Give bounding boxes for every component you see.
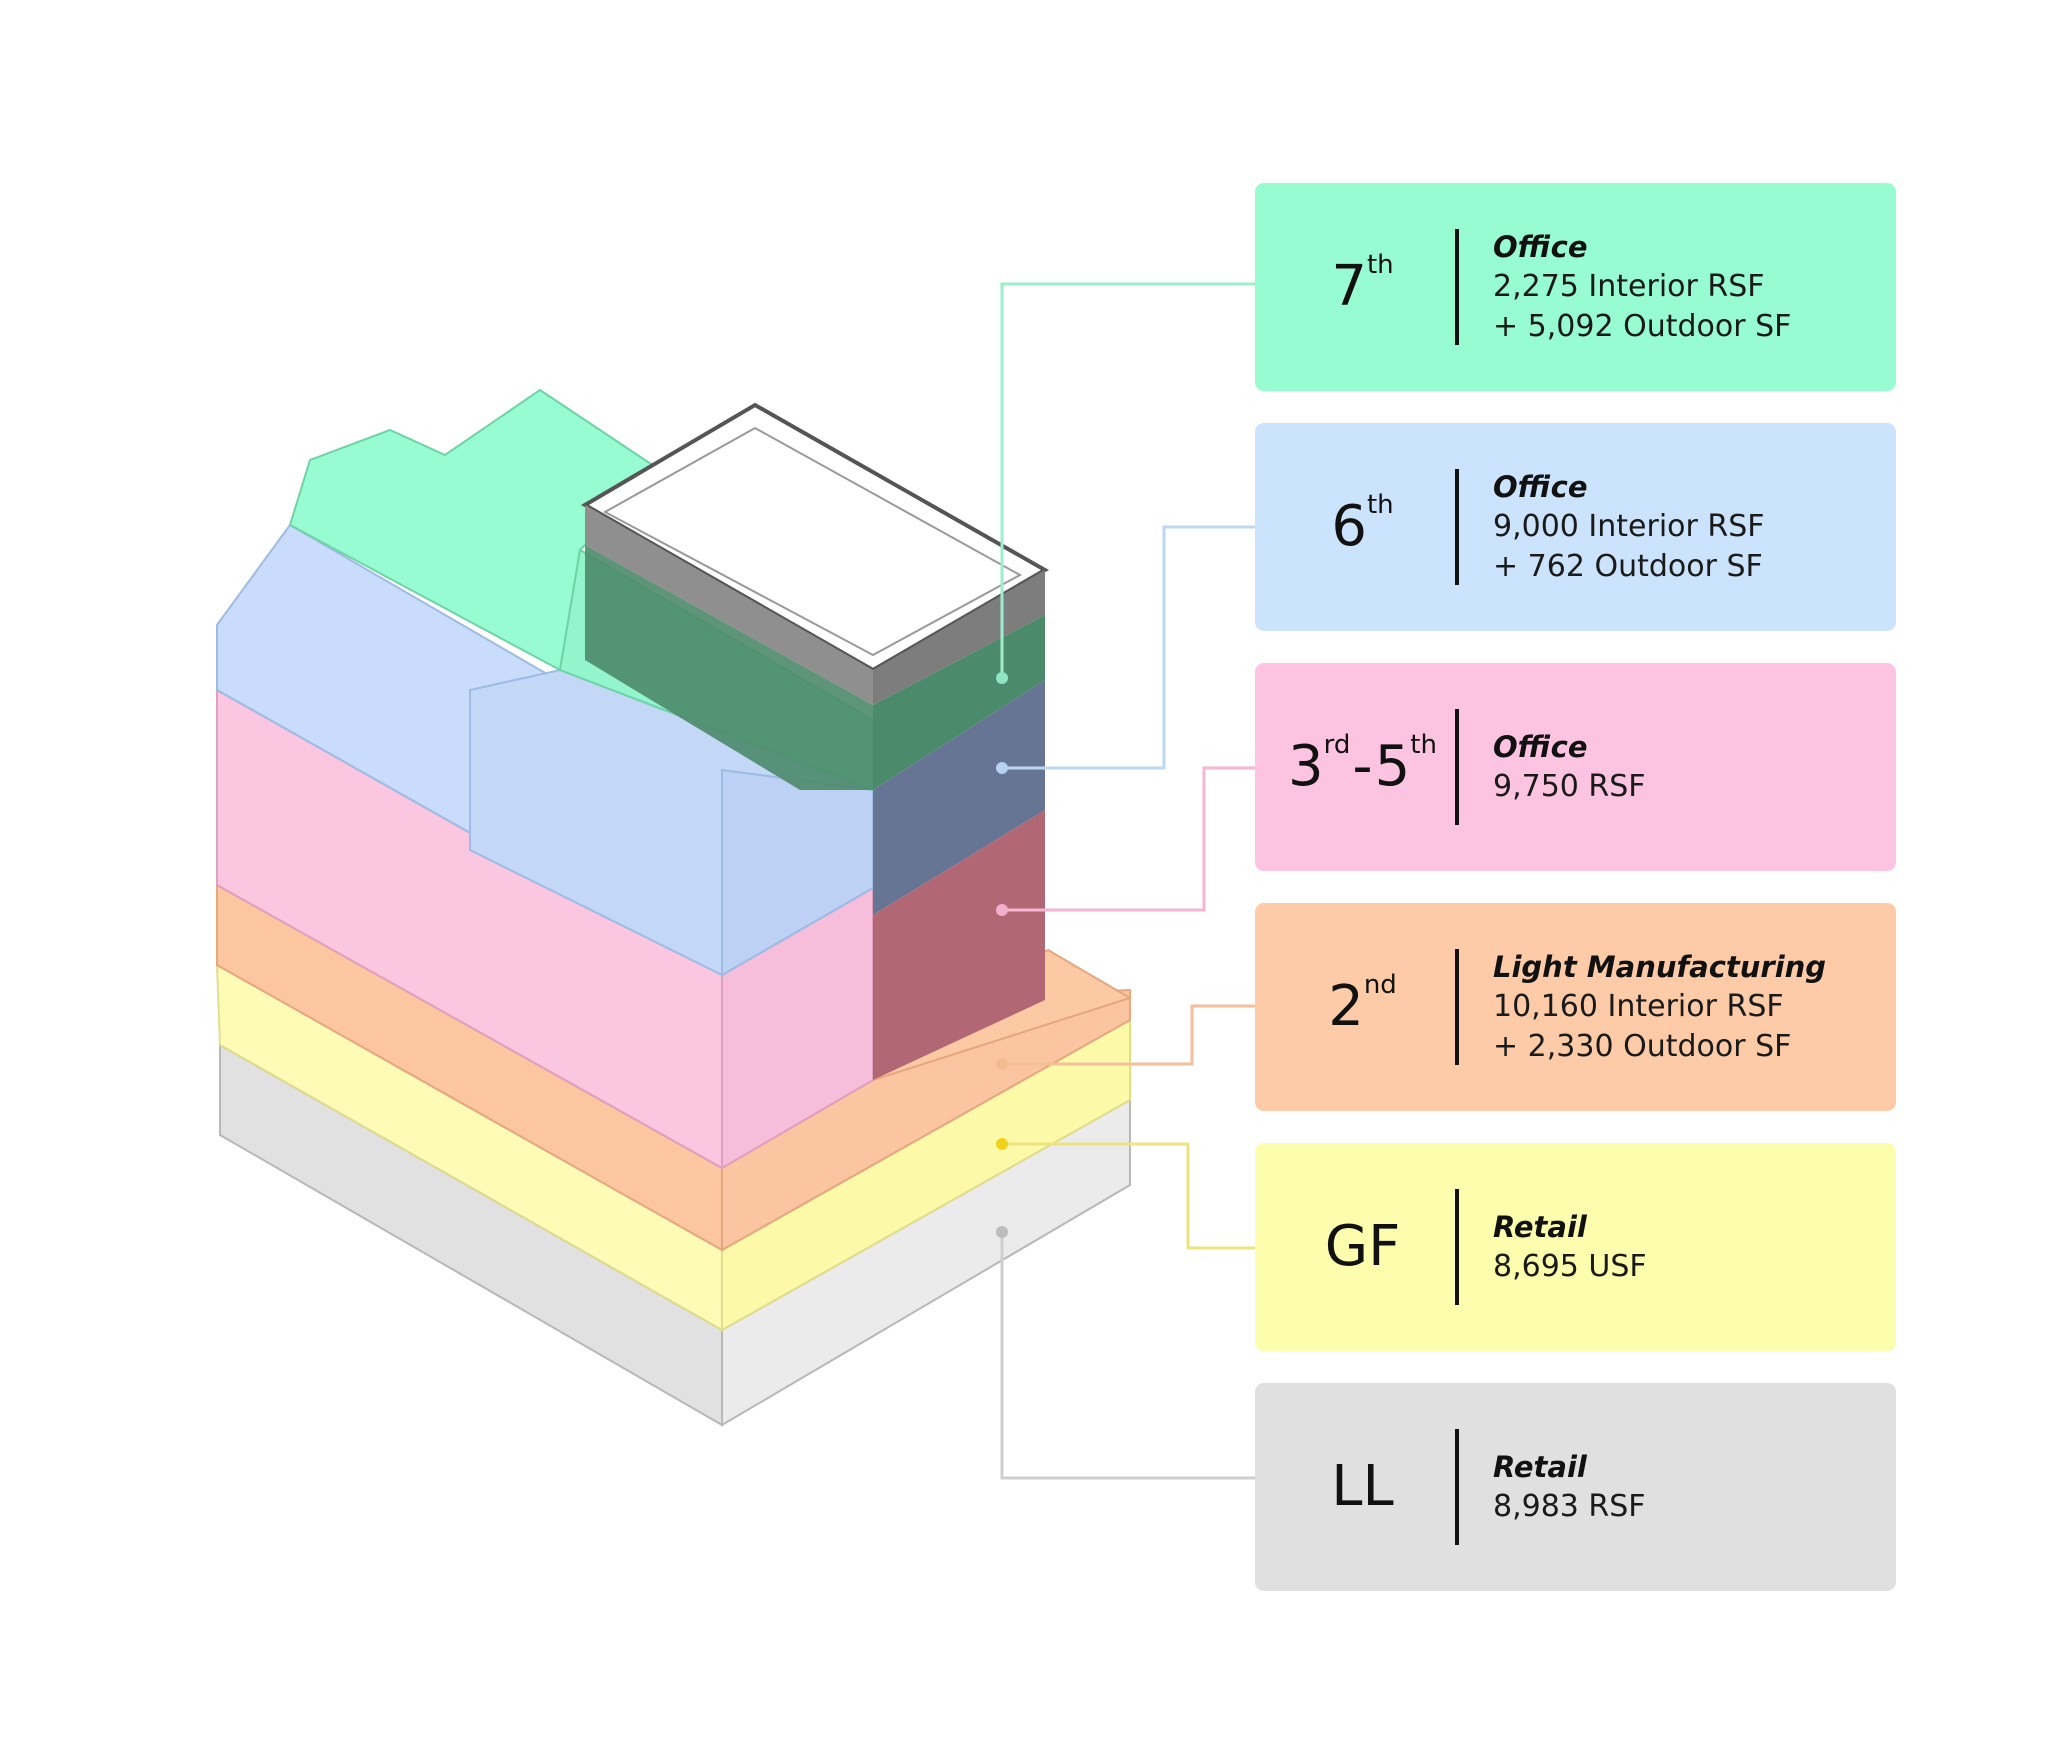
area-line: 9,000 Interior RSF xyxy=(1493,509,1765,544)
divider xyxy=(1455,1189,1459,1305)
divider xyxy=(1455,709,1459,825)
floor-label: LL xyxy=(1331,1454,1394,1519)
area-line: 8,983 RSF xyxy=(1493,1489,1646,1524)
use-label: Retail xyxy=(1493,1210,1587,1244)
area-line: + 2,330 Outdoor SF xyxy=(1493,1029,1792,1064)
area-line: 2,275 Interior RSF xyxy=(1493,269,1765,304)
area-line: + 762 Outdoor SF xyxy=(1493,549,1763,584)
penthouse-volume xyxy=(581,402,1050,705)
use-label: Office xyxy=(1493,230,1588,264)
use-label: Light Manufacturing xyxy=(1493,950,1827,984)
level-card-gf: GF Retail 8,695 USF xyxy=(1255,1143,1896,1351)
leader-6th xyxy=(1002,525,1258,770)
use-label: Office xyxy=(1493,730,1588,764)
leader-lines xyxy=(1000,282,1258,1480)
area-line: + 5,092 Outdoor SF xyxy=(1493,309,1792,344)
use-label: Retail xyxy=(1493,1450,1587,1484)
area-line: 9,750 RSF xyxy=(1493,769,1646,804)
leader-2nd xyxy=(1002,1004,1258,1066)
sixth-floor-volume xyxy=(216,523,874,977)
divider xyxy=(1455,229,1459,345)
leader-7th xyxy=(1000,282,1258,678)
leader-gf xyxy=(1002,1142,1258,1250)
floor-label: GF xyxy=(1324,1214,1401,1279)
divider xyxy=(1455,469,1459,585)
leader-3rd-5th xyxy=(1002,766,1258,912)
area-line: 10,160 Interior RSF xyxy=(1493,989,1784,1024)
use-label: Office xyxy=(1493,470,1588,504)
leader-ll xyxy=(1000,1232,1258,1480)
divider xyxy=(1455,949,1459,1065)
leader-dots xyxy=(996,672,1008,1238)
divider xyxy=(1455,1429,1459,1545)
level-card-ll: LL Retail 8,983 RSF xyxy=(1255,1383,1896,1591)
area-line: 8,695 USF xyxy=(1493,1249,1647,1284)
